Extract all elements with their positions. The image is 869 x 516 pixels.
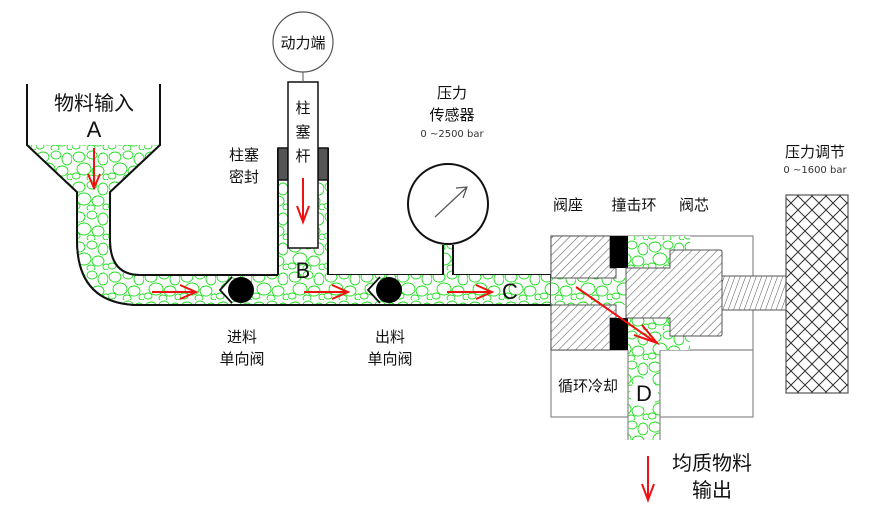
output-label-1: 均质物料	[672, 451, 752, 475]
point-d: D	[636, 381, 652, 406]
valve-seat-lower	[550, 304, 617, 351]
valve-core	[625, 249, 723, 337]
output-label-2: 输出	[692, 478, 732, 502]
valve-core-label: 阀芯	[679, 196, 709, 214]
pressure-adjust-label: 压力调节	[785, 143, 845, 161]
plunger-seal-right	[317, 147, 329, 181]
cooling-label: 循环冷却	[558, 377, 618, 395]
plunger-rod	[287, 81, 319, 249]
power-end: 动力端	[272, 11, 334, 73]
plunger-seal-label-2: 密封	[229, 168, 259, 186]
flow-arrow-valve	[575, 286, 661, 346]
flow-arrow-plunger	[296, 178, 310, 225]
pressure-adjust-knob	[785, 194, 849, 394]
flow-arrow-inlet	[152, 284, 199, 300]
flow-arrow-hopper	[87, 148, 101, 191]
pressure-sensor-label-2: 传感器	[429, 106, 474, 124]
pressure-sensor	[407, 163, 489, 275]
pressure-sensor-range: 0 ~2500 bar	[420, 129, 484, 140]
point-c: C	[502, 279, 518, 304]
adjust-screw	[721, 275, 787, 311]
impact-ring-lower	[610, 318, 628, 350]
point-a: A	[87, 117, 102, 142]
feed-input-label: 物料输入	[54, 91, 134, 115]
plunger-seal-label-1: 柱塞	[229, 146, 259, 164]
impact-ring-upper	[610, 236, 628, 268]
valve-seat-label: 阀座	[553, 196, 583, 214]
valve-seat-upper	[550, 235, 617, 279]
inlet-check-valve	[218, 276, 254, 304]
plunger-rod-label-3: 杆	[295, 147, 310, 165]
outlet-check-valve-label-2: 单向阀	[367, 350, 412, 368]
inlet-check-valve-label-2: 单向阀	[219, 350, 264, 368]
pressure-adjust-range: 0 ~1600 bar	[783, 165, 847, 176]
outlet-check-valve-label-1: 出料	[375, 328, 405, 346]
flow-arrow-output	[641, 456, 655, 503]
homogenizing-valve	[550, 235, 787, 440]
point-b: B	[296, 258, 311, 283]
inlet-check-valve-label-1: 进料	[227, 328, 257, 346]
flow-arrows	[87, 148, 661, 503]
plunger-rod-label-1: 柱	[295, 99, 310, 117]
impact-ring-label: 撞击环	[611, 196, 656, 214]
plunger-rod-label-2: 塞	[295, 123, 310, 141]
pressure-sensor-label-1: 压力	[437, 84, 467, 102]
flow-arrow-chamber	[304, 284, 351, 300]
plunger-seal-left	[277, 147, 289, 181]
outlet-check-valve	[366, 276, 402, 304]
flow-arrow-outlet	[447, 284, 495, 300]
power-end-label: 动力端	[280, 34, 325, 52]
